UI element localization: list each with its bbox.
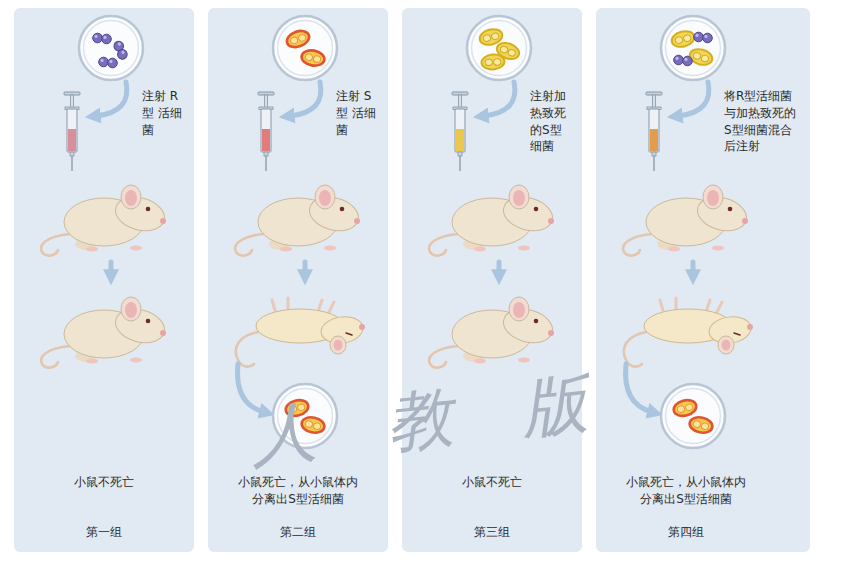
syringe-liquid <box>456 129 464 151</box>
flow-arrow <box>290 82 321 116</box>
group-label: 第三组 <box>442 524 542 541</box>
step-text: 注射加热致死的S型细菌 <box>530 88 570 155</box>
panel-art <box>429 16 556 368</box>
art-use <box>688 47 714 67</box>
step-text: 注射 S型 活细菌 <box>336 88 376 138</box>
step-text: 将R型活细菌 与加热致死的 S型细菌混合 后注射 <box>724 88 804 155</box>
petri-dish <box>661 384 725 448</box>
flow-arrow <box>678 82 709 116</box>
syringe-liquid <box>650 129 658 151</box>
syringe <box>258 92 274 171</box>
art-use <box>93 33 112 44</box>
live-mouse <box>623 185 750 256</box>
art-use <box>694 32 713 43</box>
result-text: 小鼠死亡，从小鼠体内分离出S型活细菌 <box>626 474 746 508</box>
result-text: 小鼠不死亡 <box>38 474 170 491</box>
syringe <box>64 92 80 171</box>
live-mouse <box>41 185 168 256</box>
petri-dish <box>661 16 725 80</box>
dead-mouse <box>236 298 365 367</box>
live-mouse <box>429 297 556 368</box>
syringe <box>646 92 662 171</box>
art-use <box>481 54 505 71</box>
flow-arrow <box>484 82 515 116</box>
art-use <box>285 28 312 50</box>
art-use <box>672 398 698 418</box>
art-use <box>688 415 714 434</box>
killed-s-bacteria <box>478 27 521 71</box>
s-bacteria <box>285 28 326 67</box>
art-use <box>495 40 522 62</box>
mixed-bacteria <box>670 29 714 67</box>
live-mouse <box>235 185 362 256</box>
r-bacteria <box>93 33 130 68</box>
art-use <box>674 55 693 66</box>
live-mouse <box>429 185 556 256</box>
dead-mouse <box>624 298 753 367</box>
art-use <box>478 27 504 47</box>
petri-dish <box>79 16 143 80</box>
panel-art <box>41 16 168 368</box>
s-bacteria <box>672 398 714 435</box>
art-use <box>300 49 325 68</box>
art-use <box>111 40 129 61</box>
step-text: 注射 R型 活细菌 <box>142 88 182 138</box>
group-label: 第二组 <box>248 524 348 541</box>
result-text: 小鼠不死亡 <box>426 474 558 491</box>
experiment-panel: 将R型活细菌 与加热致死的 S型细菌混合 后注射小鼠死亡，从小鼠体内分离出S型活… <box>596 8 810 552</box>
experiment-panel: 注射 R型 活细菌小鼠不死亡第一组 <box>14 8 194 552</box>
flow-arrow <box>691 262 696 274</box>
live-mouse <box>41 297 168 368</box>
syringe <box>452 92 468 171</box>
group-label: 第四组 <box>636 524 736 541</box>
syringe-liquid <box>262 129 270 151</box>
result-text: 小鼠死亡，从小鼠体内分离出S型活细菌 <box>238 474 358 508</box>
group-label: 第一组 <box>54 524 154 541</box>
petri-dish <box>273 16 337 80</box>
syringe-liquid <box>68 129 76 151</box>
flow-arrow <box>109 262 114 274</box>
art-use <box>99 57 118 68</box>
petri-dish <box>467 16 531 80</box>
art-use <box>670 29 696 49</box>
experiment-panel: 注射加热致死的S型细菌小鼠不死亡第三组 <box>402 8 582 552</box>
flow-arrow <box>96 82 127 116</box>
flow-arrow <box>497 262 502 274</box>
flow-arrow <box>303 262 308 274</box>
